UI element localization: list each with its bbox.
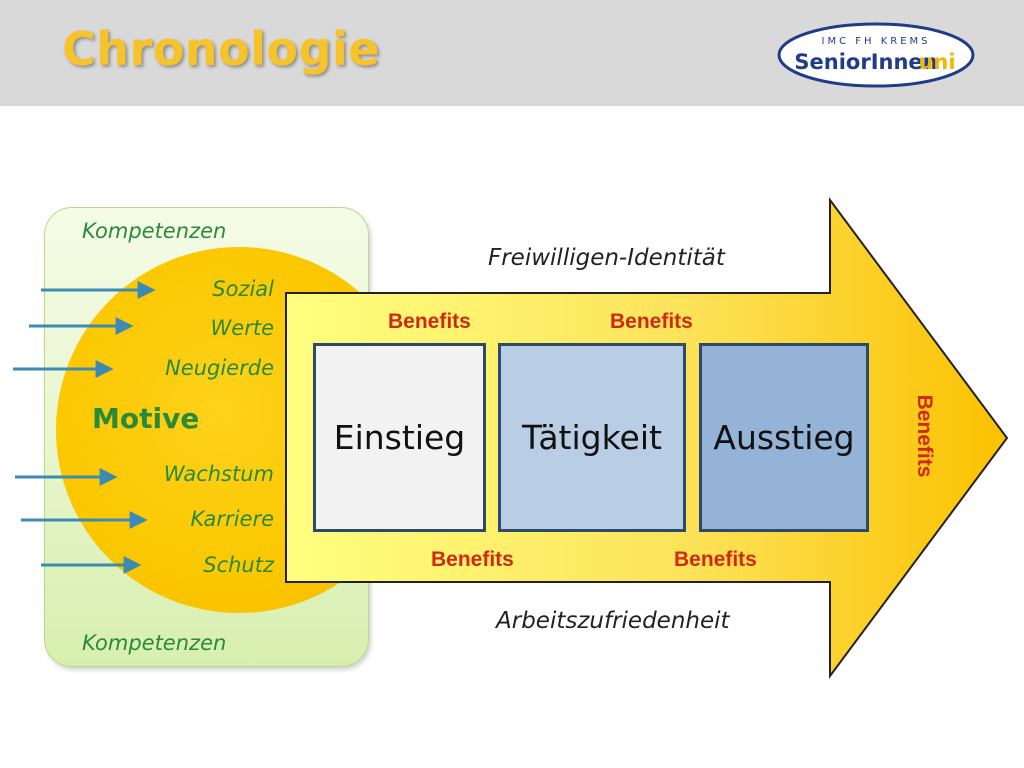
benefit-bottom-2: Benefits bbox=[674, 548, 757, 571]
benefit-top-2: Benefits bbox=[610, 310, 693, 333]
stage-taetigkeit: Tätigkeit bbox=[498, 343, 686, 532]
logo: IMC FH KREMS SeniorInnen uni bbox=[776, 20, 976, 90]
competencies-bottom-label: Kompetenzen bbox=[82, 631, 227, 655]
motive-wachstum: Wachstum bbox=[163, 462, 274, 486]
competencies-top-label: Kompetenzen bbox=[82, 219, 227, 243]
benefit-bottom-1: Benefits bbox=[431, 548, 514, 571]
motive-sozial: Sozial bbox=[212, 277, 274, 301]
satisfaction-label: Arbeitszufriedenheit bbox=[496, 608, 730, 634]
motive-neugierde: Neugierde bbox=[165, 356, 274, 380]
motive-title: Motive bbox=[92, 402, 200, 435]
motive-karriere: Karriere bbox=[190, 507, 274, 531]
benefit-tip: Benefits bbox=[913, 394, 936, 478]
benefit-top-1: Benefits bbox=[388, 310, 471, 333]
slide-title: Chronologie bbox=[62, 22, 380, 76]
stage-ausstieg: Ausstieg bbox=[699, 343, 869, 532]
motive-werte: Werte bbox=[210, 316, 274, 340]
stage-einstieg: Einstieg bbox=[313, 343, 486, 532]
svg-text:IMC FH KREMS: IMC FH KREMS bbox=[822, 36, 931, 47]
identity-label: Freiwilligen-Identität bbox=[488, 245, 725, 271]
svg-text:uni: uni bbox=[918, 50, 955, 74]
svg-text:SeniorInnen: SeniorInnen bbox=[794, 50, 937, 74]
input-arrows bbox=[13, 281, 156, 574]
motive-schutz: Schutz bbox=[203, 553, 274, 577]
